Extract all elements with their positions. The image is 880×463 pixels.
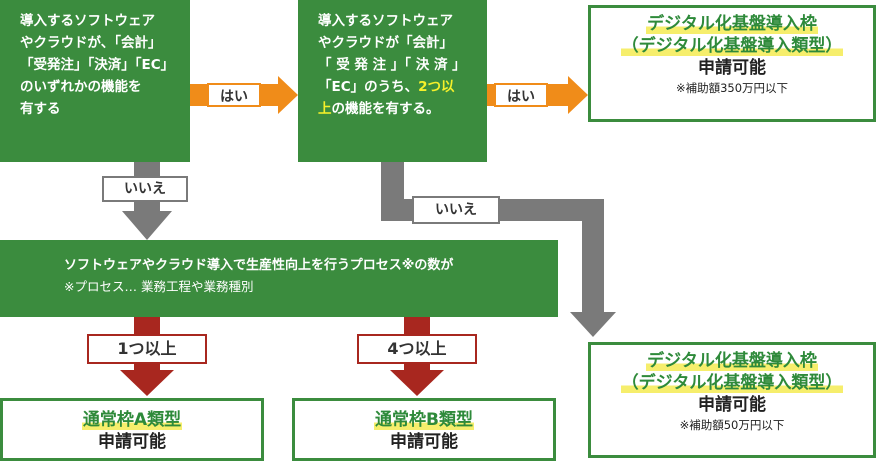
result-b-title: 通常枠B類型 (374, 410, 474, 430)
result-a-title: 通常枠A類型 (81, 410, 183, 430)
result-1-box: デジタル化基盤導入枠 （デジタル化基盤導入類型） 申請可能 ※補助額350万円以… (588, 5, 876, 122)
result-1-note: ※補助額350万円以下 (675, 81, 789, 95)
question-2-text: の機能を有する。 (331, 101, 440, 117)
question-2-line: 「 受 発 注 」「 決 済 」 (318, 57, 466, 73)
no-label-2: いいえ (412, 196, 500, 224)
result-2-title: デジタル化基盤導入枠 (646, 351, 818, 371)
result-1-title: デジタル化基盤導入枠 (646, 14, 818, 34)
question-1-line: やクラウドが、「会計」 (20, 35, 162, 51)
result-b-box: 通常枠B類型 申請可能 (292, 398, 556, 461)
question-2-line: やクラウドが「会計」 (318, 35, 453, 51)
question-2-text: 「EC」のうち、 (318, 79, 419, 95)
question-1-line: 「受発注」「決済」「EC」 (20, 57, 175, 73)
result-2-subtype: （デジタル化基盤導入類型） (620, 373, 844, 393)
result-a-status: 申請可能 (98, 432, 166, 452)
result-2-box: デジタル化基盤導入枠 （デジタル化基盤導入類型） 申請可能 ※補助額50万円以下 (588, 342, 876, 458)
result-1-status: 申請可能 (698, 58, 766, 78)
question-1-box: 導入するソフトウェア やクラウドが、「会計」 「受発注」「決済」「EC」 のいず… (0, 0, 190, 162)
result-a-box: 通常枠A類型 申請可能 (0, 398, 264, 461)
result-1-subtype: （デジタル化基盤導入類型） (620, 36, 844, 56)
result-b-status: 申請可能 (390, 432, 458, 452)
result-2-status: 申請可能 (698, 395, 766, 415)
question-2-line: 上の機能を有する。 (318, 98, 483, 120)
question-1-line: のいずれかの機能を (20, 79, 142, 95)
question-2-highlight: 上 (318, 101, 332, 117)
branch-a-label: 1つ以上 (87, 334, 207, 364)
yes-label-2: はい (494, 83, 548, 107)
branch-b-label: 4つ以上 (357, 334, 477, 364)
question-2-highlight: 2つ以 (418, 79, 455, 95)
no-label-1: いいえ (102, 176, 188, 202)
question-1-line: 有する (20, 101, 61, 117)
question-3-text: ソフトウェアやクラウド導入で生産性向上を行うプロセス※の数が (64, 258, 454, 273)
question-2-line: 導入するソフトウェア (318, 13, 453, 29)
question-2-line: 「EC」のうち、2つ以 (318, 76, 483, 98)
question-1-line: 導入するソフトウェア (20, 13, 155, 29)
question-2-box: 導入するソフトウェア やクラウドが「会計」 「 受 発 注 」「 決 済 」 「… (298, 0, 487, 162)
question-3-box: ソフトウェアやクラウド導入で生産性向上を行うプロセス※の数が ※プロセス… 業務… (0, 240, 558, 317)
yes-label-1: はい (207, 83, 261, 107)
question-3-note: ※プロセス… 業務工程や業務種別 (64, 279, 254, 294)
result-2-note: ※補助額50万円以下 (679, 418, 785, 432)
